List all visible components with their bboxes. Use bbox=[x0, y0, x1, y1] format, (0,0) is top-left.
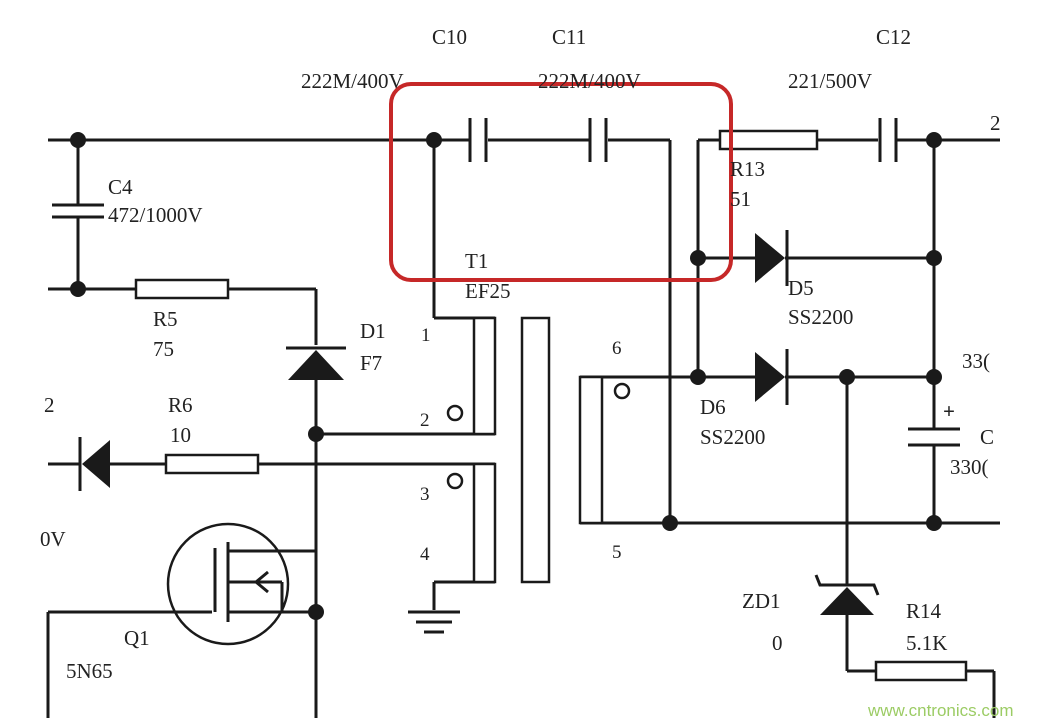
label-clip-330b: 330( bbox=[950, 455, 989, 479]
label-c10: C10 bbox=[432, 25, 467, 49]
capacitor-c4-symbol bbox=[52, 203, 104, 219]
electrolytic-capacitor-symbol bbox=[908, 427, 960, 447]
capacitor-c11-symbol bbox=[588, 118, 608, 162]
label-c12-value: 221/500V bbox=[788, 69, 872, 93]
label-clip-2: 2 bbox=[44, 393, 55, 417]
resistor-r5-symbol bbox=[134, 278, 230, 300]
diode-d1-symbol bbox=[286, 346, 346, 380]
label-pin-6: 6 bbox=[612, 338, 622, 359]
label-r13-value: 51 bbox=[730, 187, 751, 211]
label-pin-4: 4 bbox=[420, 544, 430, 565]
diode-d5-symbol bbox=[755, 230, 789, 286]
label-q1: Q1 bbox=[124, 626, 150, 650]
label-c12: C12 bbox=[876, 25, 911, 49]
ground-icon bbox=[408, 610, 460, 634]
junction-dots bbox=[70, 132, 942, 620]
label-clip-0v: 0V bbox=[40, 527, 66, 551]
label-c4: C4 bbox=[108, 175, 133, 199]
label-plus: + bbox=[943, 399, 955, 423]
label-pin-1: 1 bbox=[421, 325, 431, 346]
label-zd1: ZD1 bbox=[742, 589, 781, 613]
label-d1: D1 bbox=[360, 319, 386, 343]
label-r14-value: 5.1K bbox=[906, 631, 947, 655]
label-c4-value: 472/1000V bbox=[108, 203, 203, 227]
label-q1-value: 5N65 bbox=[66, 659, 113, 683]
watermark-text: www.cntronics.com bbox=[867, 701, 1013, 720]
resistor-r14-symbol bbox=[874, 660, 968, 682]
zener-zd1-symbol bbox=[814, 574, 880, 615]
mosfet-q1-symbol bbox=[166, 522, 290, 646]
label-d1-value: F7 bbox=[360, 351, 382, 375]
label-r6: R6 bbox=[168, 393, 193, 417]
capacitor-c12-symbol bbox=[878, 118, 898, 162]
label-r5-value: 75 bbox=[153, 337, 174, 361]
label-r6-value: 10 bbox=[170, 423, 191, 447]
resistor-r6-symbol bbox=[164, 453, 260, 475]
label-c11: C11 bbox=[552, 25, 586, 49]
label-clip-right-2: 2 bbox=[990, 111, 1001, 135]
transformer-t1-symbol bbox=[446, 316, 631, 584]
label-r5: R5 bbox=[153, 307, 178, 331]
label-d5: D5 bbox=[788, 276, 814, 300]
label-t1-type: EF25 bbox=[465, 279, 511, 303]
resistor-r13-symbol bbox=[718, 129, 819, 151]
label-clip-c: C bbox=[980, 425, 994, 449]
label-d6: D6 bbox=[700, 395, 726, 419]
label-d6-value: SS2200 bbox=[700, 425, 765, 449]
label-c10-value: 222M/400V bbox=[301, 69, 404, 93]
label-r14: R14 bbox=[906, 599, 942, 623]
label-clip-330a: 33( bbox=[962, 349, 990, 373]
highlight-box bbox=[389, 82, 733, 282]
component-labels: C10 222M/400V C11 222M/400V C12 221/500V… bbox=[40, 25, 1001, 683]
label-c11-value: 222M/400V bbox=[538, 69, 641, 93]
label-pin-3: 3 bbox=[420, 484, 430, 505]
label-t1: T1 bbox=[465, 249, 488, 273]
wires bbox=[46, 138, 1000, 718]
diode-d6-symbol bbox=[755, 349, 789, 405]
label-d5-value: SS2200 bbox=[788, 305, 853, 329]
diode-left-symbol bbox=[78, 437, 110, 491]
capacitor-c10-symbol bbox=[468, 118, 488, 162]
label-pin-2: 2 bbox=[420, 410, 430, 431]
label-pin-5: 5 bbox=[612, 542, 622, 563]
label-r13: R13 bbox=[730, 157, 765, 181]
label-zd1-value: 0 bbox=[772, 631, 783, 655]
